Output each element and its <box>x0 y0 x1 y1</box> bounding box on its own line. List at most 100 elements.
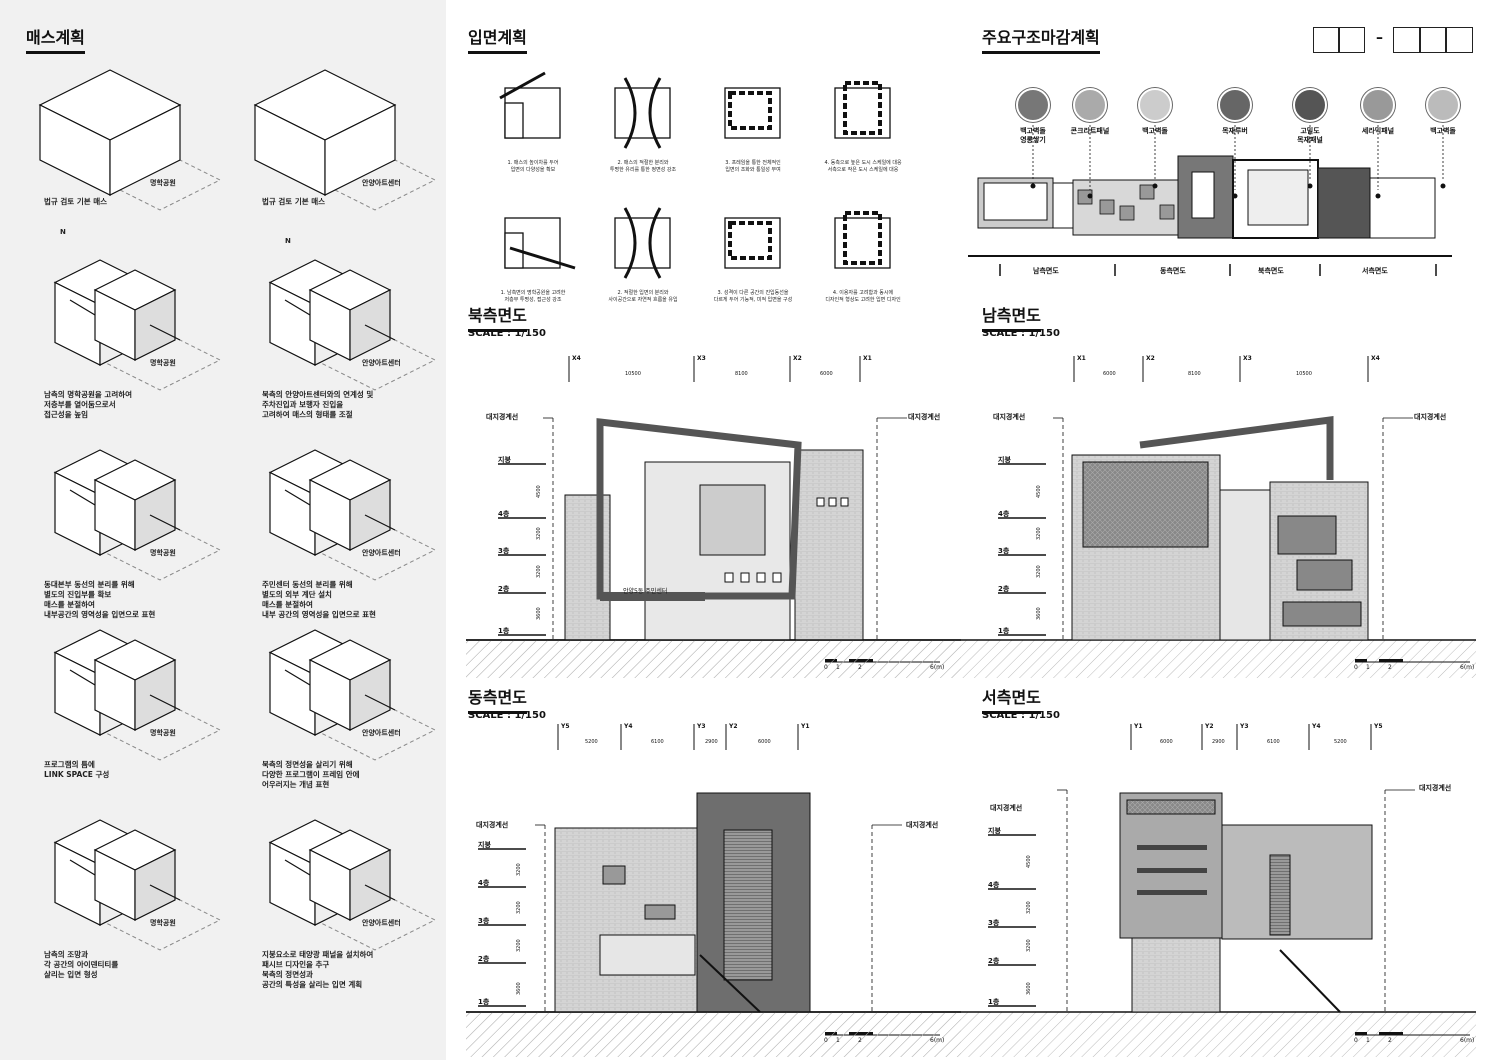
floor-height-2: 3200 <box>1036 527 1042 540</box>
grid-label-X2: X2 <box>793 355 802 362</box>
floor-height-2: 3200 <box>1026 901 1032 914</box>
arrow-line <box>149 694 181 711</box>
arrow-line <box>284 489 311 506</box>
mat-louver-window <box>1191 171 1215 219</box>
grid-label-X3: X3 <box>1243 355 1252 362</box>
scalebar-label-1: 0 <box>824 664 828 671</box>
east-louver <box>723 829 773 981</box>
mass-caption-left-1: 법규 검토 기본 매스 <box>44 197 108 206</box>
base-mass-side <box>324 104 396 196</box>
floor-height-3: 3200 <box>1036 565 1042 578</box>
concept-icon-5 <box>504 217 576 270</box>
elevation-concept-diagrams <box>499 71 891 279</box>
east-elevation-scale: SCALE : 1/150 <box>468 710 546 721</box>
mass-b-side <box>134 849 176 921</box>
floor-label-4: 2층 <box>988 957 1000 965</box>
floor-label-2: 4층 <box>988 881 1000 889</box>
west-slot-2 <box>1137 868 1207 873</box>
floor-label-1: 지붕 <box>478 841 491 849</box>
east-elevation-title: 동측면도 <box>468 684 527 714</box>
east-window-1 <box>602 865 626 885</box>
mass-diagram-right-2 <box>268 259 437 391</box>
site-label-myeonghak-park: 명학공원 <box>150 729 176 737</box>
arrow-line <box>364 514 396 531</box>
material-swatch-6 <box>1361 88 1395 122</box>
mass-diagrams <box>38 69 437 951</box>
scalebar-label-3: 2 <box>1388 1037 1392 1044</box>
grid-label-Y3: Y3 <box>697 723 706 730</box>
north-brick-right <box>794 449 864 641</box>
arrow-line <box>284 859 311 876</box>
arrow-line <box>69 669 96 686</box>
material-swatch-2 <box>1073 88 1107 122</box>
floor-height-3: 3200 <box>536 565 542 578</box>
mass-caption-left-4: 프로그램의 틈에 LINK SPACE 구성 <box>44 760 110 779</box>
boundary-label-right: 대지경계선 <box>908 413 941 421</box>
mat-leader-dot-2 <box>1087 193 1093 199</box>
floor-height-2: 3200 <box>536 527 542 540</box>
floor-height-3: 3200 <box>516 939 522 952</box>
north-elevation-title: 북측면도 <box>468 302 527 332</box>
dimension-2: 8100 <box>735 371 748 377</box>
north-window-2 <box>828 497 837 507</box>
mass-diagram-left-4 <box>53 629 222 761</box>
material-label-1: 백고벽돌 영롱쌓기 <box>1020 127 1046 144</box>
grid-label-Y4: Y4 <box>1312 723 1321 730</box>
site-footprint <box>313 889 437 951</box>
floor-label-5: 1층 <box>498 627 510 635</box>
materials-elevation <box>968 125 1452 276</box>
mat-wall-end <box>1369 177 1436 239</box>
west-elevation-title: 서측면도 <box>982 684 1041 714</box>
concept-frame <box>843 81 882 135</box>
site-label-myeonghak-park: 명학공원 <box>150 919 176 927</box>
north-canopy <box>600 592 705 601</box>
west-elevation <box>466 724 1476 1057</box>
north-building-sign: 안양5동 주민센터 <box>623 588 668 595</box>
floor-label-5: 1층 <box>478 998 490 1006</box>
sheet-number-box-left <box>1313 27 1365 53</box>
boundary-label-right: 대지경계선 <box>906 821 939 829</box>
grid-label-Y2: Y2 <box>729 723 738 730</box>
arrow-line <box>149 514 181 531</box>
site-footprint <box>313 329 437 391</box>
scalebar-label-3: 2 <box>1388 664 1392 671</box>
dimension-2: 8100 <box>1188 371 1201 377</box>
dimension-2: 2900 <box>1212 739 1225 745</box>
scalebar-label-2: 1 <box>1366 664 1370 671</box>
site-footprint <box>98 519 222 581</box>
strip-label-2: 북측면도 <box>1258 267 1284 275</box>
materials-elevation-strip <box>968 125 1452 276</box>
mat-leader-dot-1 <box>1030 183 1036 189</box>
mass-diagram-left-3 <box>53 449 222 581</box>
concept-arrow <box>509 246 576 270</box>
mat-window-1 <box>983 182 1048 221</box>
south-frame <box>1139 416 1334 480</box>
grid-label-Y1: Y1 <box>1134 723 1143 730</box>
concept-frame <box>728 91 772 130</box>
concept-icon-4 <box>834 81 891 139</box>
concept-box <box>614 87 671 139</box>
north-window-1 <box>816 497 825 507</box>
site-footprint <box>98 149 222 211</box>
sheet-dash: – <box>1376 30 1383 46</box>
concept-caption-5: 1. 남측면의 명학공원을 고려한 저층부 투명성, 접근성 강조 <box>500 290 566 303</box>
material-swatch-1 <box>1016 88 1050 122</box>
floor-height-4: 3600 <box>516 982 522 995</box>
concept-icon-7 <box>724 217 781 269</box>
arrow-line <box>69 859 96 876</box>
site-label-anyang-art-center: 안양아트센터 <box>362 729 401 737</box>
mass-diagram-left-1 <box>38 69 222 211</box>
concept-curve <box>648 207 662 279</box>
mat-leader-dot-6 <box>1375 193 1381 199</box>
boundary-label-left: 대지경계선 <box>990 804 1023 812</box>
north-frame <box>596 418 802 600</box>
grid-label-Y2: Y2 <box>1205 723 1214 730</box>
floor-label-2: 4층 <box>998 510 1010 518</box>
concept-icon-3 <box>724 87 781 139</box>
arrow-line <box>284 299 311 316</box>
dimension-1: 6000 <box>1103 371 1116 377</box>
floor-height-1: 3200 <box>516 863 522 876</box>
ground-hatch <box>466 640 1476 678</box>
concept-sub-box <box>504 102 524 139</box>
concept-caption-8: 4. 이용자를 고려함과 동시에 디자인적 형상도 고려한 입면 디자인 <box>825 290 901 303</box>
